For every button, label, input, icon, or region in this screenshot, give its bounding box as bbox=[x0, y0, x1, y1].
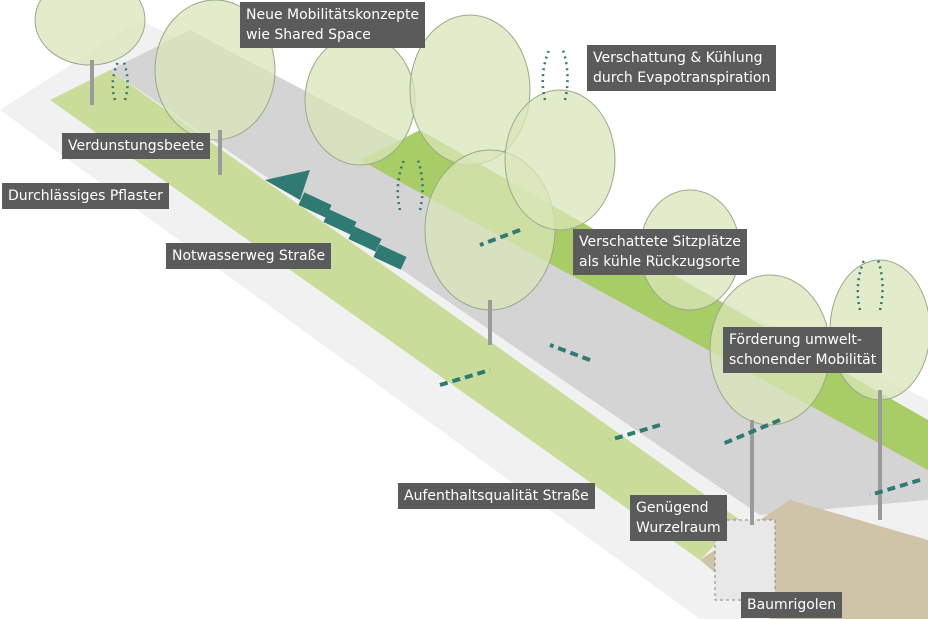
tree-trunks bbox=[90, 60, 882, 525]
label-evaporation-beds: Verdunstungsbeete bbox=[62, 133, 211, 159]
label-line: Verdunstungsbeete bbox=[68, 138, 205, 154]
label-sustainable-mobility: Förderung umwelt- schonender Mobilität bbox=[723, 327, 883, 373]
label-line: Förderung umwelt- bbox=[729, 332, 862, 348]
label-line: Neue Mobilitätskonzepte bbox=[246, 7, 420, 23]
label-tree-trenches: Baumrigolen bbox=[741, 592, 843, 618]
label-emergency-waterway: Notwasserweg Straße bbox=[166, 243, 332, 269]
label-line: durch Evapotranspiration bbox=[593, 70, 771, 86]
label-line: schonender Mobilität bbox=[729, 352, 877, 368]
label-line: wie Shared Space bbox=[246, 27, 371, 43]
label-line: Wurzelraum bbox=[636, 520, 721, 536]
evaporation-arrows bbox=[111, 49, 884, 311]
waterway-arrows bbox=[265, 170, 407, 270]
label-line: Verschattung & Kühlung bbox=[593, 50, 763, 66]
label-street-quality: Aufenthaltsqualität Straße bbox=[398, 483, 595, 509]
label-shared-space: Neue Mobilitätskonzepte wie Shared Space bbox=[240, 2, 426, 48]
planting-strip-left bbox=[50, 70, 740, 560]
label-root-space: Genügend Wurzelraum bbox=[630, 495, 727, 541]
label-line: Baumrigolen bbox=[747, 597, 837, 613]
inflow-arrows bbox=[439, 228, 921, 497]
label-line: Genügend bbox=[636, 500, 709, 516]
label-line: als kühle Rückzugsorte bbox=[579, 254, 741, 270]
label-shaded-seating: Verschattete Sitzplätze als kühle Rückzu… bbox=[573, 229, 747, 275]
label-line: Verschattete Sitzplätze bbox=[579, 234, 741, 250]
label-permeable-paving: Durchlässiges Pflaster bbox=[2, 183, 169, 209]
label-line: Durchlässiges Pflaster bbox=[8, 188, 163, 204]
label-line: Aufenthaltsqualität Straße bbox=[404, 488, 589, 504]
label-line: Notwasserweg Straße bbox=[172, 248, 326, 264]
label-shading-cooling: Verschattung & Kühlung durch Evapotransp… bbox=[587, 45, 777, 91]
